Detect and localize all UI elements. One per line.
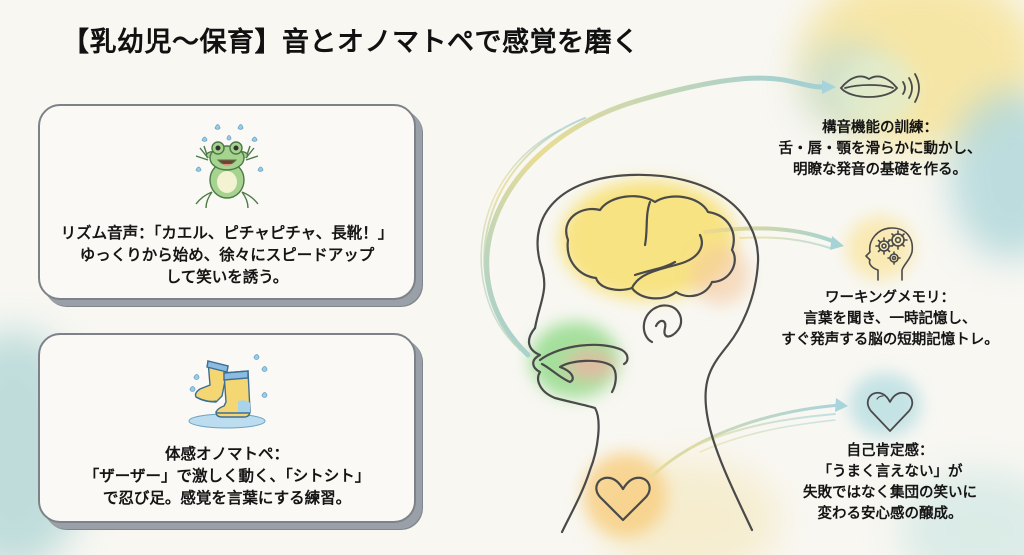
card-onomatopoeia-line-3: で忍び足。感覚を言葉にする練習。 xyxy=(102,489,352,507)
mouth-wash xyxy=(530,322,620,398)
benefit-articulation: 構音機能の訓練： 舌・唇・顎を滑らかに動かし、 明瞭な発音の基礎を作る。 xyxy=(770,60,990,190)
benefit-working-memory-text: ワーキングメモリ： 言葉を聞き、一時記憶し、 すぐ発声する脳の短期記憶トレ。 xyxy=(760,288,1020,351)
benefit-self-esteem-line-4: 変わる安心感の醸成。 xyxy=(817,506,963,522)
card-onomatopoeia-line-2: 「ザーザー」で激しく動く、「シトシト」 xyxy=(83,467,371,485)
benefit-working-memory-line-2: 言葉を聞き、一時記憶し、 xyxy=(803,311,977,327)
page-title: 【乳幼児〜保育】音とオノマトペで感覚を磨く xyxy=(62,27,640,58)
benefit-working-memory-line-3: すぐ発声する脳の短期記憶トレ。 xyxy=(781,332,999,348)
lips-sound-icon xyxy=(835,66,925,110)
card-body-onomatopoeia: 体感オノマトペ： 「ザーザー」で激しく動く、「シトシト」 で忍び足。感覚を言葉に… xyxy=(38,333,416,523)
card-onomatopoeia-line-1: 体感オノマトペ： xyxy=(164,445,289,463)
card-rhythm-voice: リズム音声：「カエル、ピチャピチャ、長靴！」 ゆっくりから始め、徐々にスピードア… xyxy=(38,104,416,300)
benefit-self-esteem-heading: 自己肯定感： xyxy=(846,443,934,459)
heart-wash xyxy=(583,453,667,537)
heart-icon xyxy=(865,389,915,435)
benefit-working-memory-heading: ワーキングメモリ： xyxy=(824,290,956,306)
benefit-working-memory: ワーキングメモリ： 言葉を聞き、一時記憶し、 すぐ発声する脳の短期記憶トレ。 xyxy=(760,218,1020,358)
benefit-self-esteem: 自己肯定感： 「うまく言えない」が 失敗ではなく集団の笑いに 変わる安心感の醸成… xyxy=(780,385,1000,545)
card-onomatopoeia-text: 体感オノマトペ： 「ザーザー」で激しく動く、「シトシト」 で忍び足。感覚を言葉に… xyxy=(40,443,414,509)
benefit-articulation-text: 構音機能の訓練： 舌・唇・顎を滑らかに動かし、 明瞭な発音の基礎を作る。 xyxy=(770,118,990,181)
benefit-self-esteem-text: 自己肯定感： 「うまく言えない」が 失敗ではなく集団の笑いに 変わる安心感の醸成… xyxy=(780,441,1000,525)
frog-icon xyxy=(182,118,272,218)
card-rhythm-line-2: ゆっくりから始め、徐々にスピードアップ xyxy=(79,246,375,264)
benefit-articulation-heading: 構音機能の訓練： xyxy=(822,120,938,136)
benefit-articulation-line-2: 舌・唇・顎を滑らかに動かし、 xyxy=(778,141,982,157)
head-gears-icon xyxy=(860,222,920,282)
benefit-self-esteem-line-2: 「うまく言えない」が xyxy=(817,464,963,480)
rain-boots-icon xyxy=(182,349,272,431)
card-rhythm-text: リズム音声：「カエル、ピチャピチャ、長靴！」 ゆっくりから始め、徐々にスピードア… xyxy=(40,222,414,288)
benefit-articulation-line-3: 明瞭な発音の基礎を作る。 xyxy=(793,162,967,178)
brain-wash xyxy=(560,180,750,305)
card-rhythm-line-1: リズム音声：「カエル、ピチャピチャ、長靴！」 xyxy=(60,224,394,242)
arc-arrow-to-lips xyxy=(480,75,825,358)
card-rhythm-line-3: して笑いを誘う。 xyxy=(165,268,289,286)
head-outline xyxy=(527,173,760,534)
benefit-self-esteem-line-3: 失敗ではなく集団の笑いに xyxy=(803,485,977,501)
